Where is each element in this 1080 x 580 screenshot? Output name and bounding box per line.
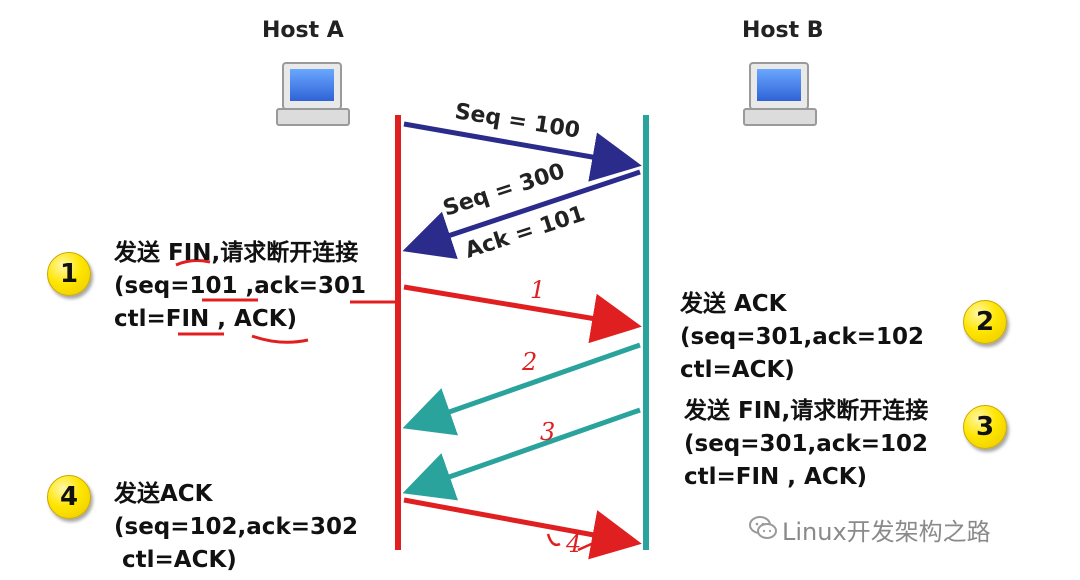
step-1-line-1: 发送 FIN,请求断开连接 (114, 240, 359, 266)
handwritten-scribble (546, 533, 601, 552)
computer-icon (276, 62, 350, 126)
step-3-line-3: ctl=FIN , ACK) (684, 464, 868, 490)
step-badge-4: 4 (47, 475, 91, 519)
step-4-line-2: (seq=102,ack=302 (114, 514, 359, 540)
step-2-line-1: 发送 ACK (680, 291, 787, 317)
computer-icon (743, 62, 817, 126)
step-1-line-3: ctl=FIN , ACK) (114, 306, 298, 332)
step-1-text: 发送 FIN,请求断开连接 (seq=101 ,ack=301 ctl=FIN … (114, 237, 366, 336)
handwritten-number: 3 (540, 418, 555, 446)
arrow-seq300 (402, 169, 641, 260)
host-a-title: Host A (262, 18, 344, 43)
step-badge-2: 2 (963, 300, 1007, 344)
step-3-line-2: (seq=301,ack=102 (684, 431, 929, 457)
arrow-seq100 (403, 121, 642, 182)
watermark-text: Linux开发架构之路 (782, 518, 991, 546)
handwritten-underline (251, 334, 309, 344)
arrow-step1-fin (403, 284, 642, 344)
handwritten-number: 1 (530, 276, 545, 304)
step-4-line-3: ctl=ACK) (114, 547, 237, 573)
handwritten-number: 2 (521, 348, 537, 376)
step-3-text: 发送 FIN,请求断开连接 (seq=301,ack=102 ctl=FIN ,… (684, 395, 928, 494)
step-2-line-2: (seq=301,ack=102 (680, 324, 925, 350)
step-badge-1: 1 (47, 252, 91, 296)
arrow-step4-ack (403, 497, 642, 560)
step-badge-3: 3 (963, 405, 1007, 449)
handwritten-number: 4 (565, 530, 581, 558)
step-2-text: 发送 ACK (seq=301,ack=102 ctl=ACK) (680, 288, 924, 387)
step-1-line-2: (seq=101 ,ack=301 (114, 273, 367, 299)
step-4-text: 发送ACK (seq=102,ack=302 ctl=ACK) (114, 478, 358, 577)
step-4-line-1: 发送ACK (114, 481, 213, 507)
step-2-line-3: ctl=ACK) (680, 357, 795, 383)
step-3-line-1: 发送 FIN,请求断开连接 (684, 398, 929, 424)
wechat-icon (749, 516, 777, 539)
handwritten-underline (175, 259, 211, 267)
arrow-step2-ack (402, 342, 641, 436)
arrow-step3-fin (402, 407, 641, 501)
host-b-title: Host B (742, 18, 824, 43)
